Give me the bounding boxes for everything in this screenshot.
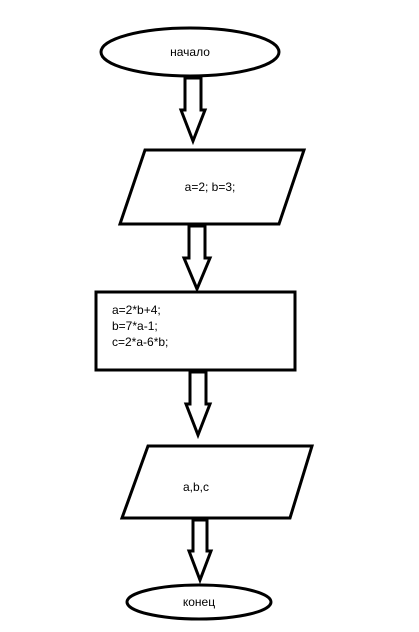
output-label: a,b,c	[183, 480, 209, 494]
end-ellipse	[125, 583, 273, 621]
start-node: начало	[99, 26, 281, 78]
arrow-process-to-output	[183, 370, 213, 440]
arrow-output-to-end	[186, 518, 214, 585]
input-label: a=2; b=3;	[185, 180, 236, 194]
process-line-2: b=7*a-1;	[112, 319, 158, 333]
start-label: начало	[170, 45, 210, 59]
arrow-input-to-process	[181, 224, 213, 293]
process-rect	[94, 290, 297, 372]
output-node: a,b,c	[119, 444, 315, 520]
process-node: a=2*b+4; b=7*a-1; c=2*a-6*b;	[94, 290, 297, 372]
input-parallelogram	[117, 148, 307, 226]
arrow-start-to-input	[178, 76, 208, 146]
process-line-1: a=2*b+4;	[112, 303, 161, 317]
end-node: конец	[125, 583, 273, 621]
process-line-3: c=2*a-6*b;	[112, 335, 168, 349]
output-parallelogram	[119, 444, 315, 520]
end-label: конец	[183, 595, 215, 609]
input-node: a=2; b=3;	[117, 148, 307, 226]
start-ellipse	[99, 26, 281, 78]
